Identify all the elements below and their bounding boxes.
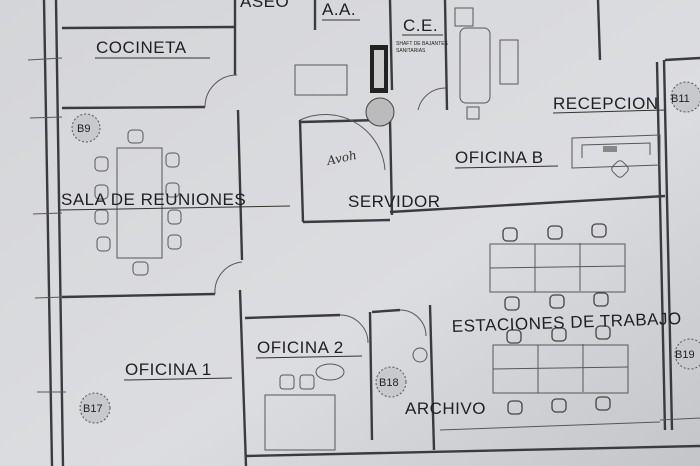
tag-b18-label: B18 (379, 377, 399, 389)
room-label-archivo: ARCHIVO (405, 399, 486, 418)
tag-b17: B17 (79, 392, 111, 424)
tag-b18: B18 (375, 366, 407, 398)
room-label-aseo: ASEO (240, 0, 289, 11)
shaft-note-line2: SANITARIAS (396, 48, 426, 54)
room-label-servidor: SERVIDOR (348, 192, 441, 211)
room-label-ce: C.E. (403, 16, 438, 35)
conference-table (94, 129, 182, 276)
room-label-oficina-1: OFICINA 1 (125, 360, 212, 379)
tag-b9: B9 (71, 113, 101, 143)
room-label-aa: A.A. (322, 0, 356, 19)
tag-b19: B19 (674, 338, 700, 370)
handwritten-note: Avoh (325, 148, 358, 168)
tag-b9-label: B9 (77, 123, 90, 135)
room-label-oficina-b: OFICINA B (455, 148, 544, 167)
reception-desk (571, 134, 661, 178)
walls (27, 0, 700, 466)
tag-b19-label: B19 (675, 349, 695, 361)
room-label-oficina-2: OFICINA 2 (257, 338, 344, 357)
shaft-note-line1: SHAFT DE BAJANTES (396, 41, 449, 47)
tag-b11-label: B11 (671, 93, 690, 105)
room-label-recepcion: RECEPCION (553, 94, 659, 113)
office-furniture (264, 347, 428, 451)
room-label-cocineta: COCINETA (96, 38, 187, 57)
room-label-sala-reuniones: SALA DE REUNIONES (61, 190, 246, 209)
tag-b17-label: B17 (83, 403, 103, 415)
bathroom-fixtures (294, 7, 519, 127)
tag-b11: B11 (670, 81, 700, 113)
workstations (489, 223, 629, 415)
